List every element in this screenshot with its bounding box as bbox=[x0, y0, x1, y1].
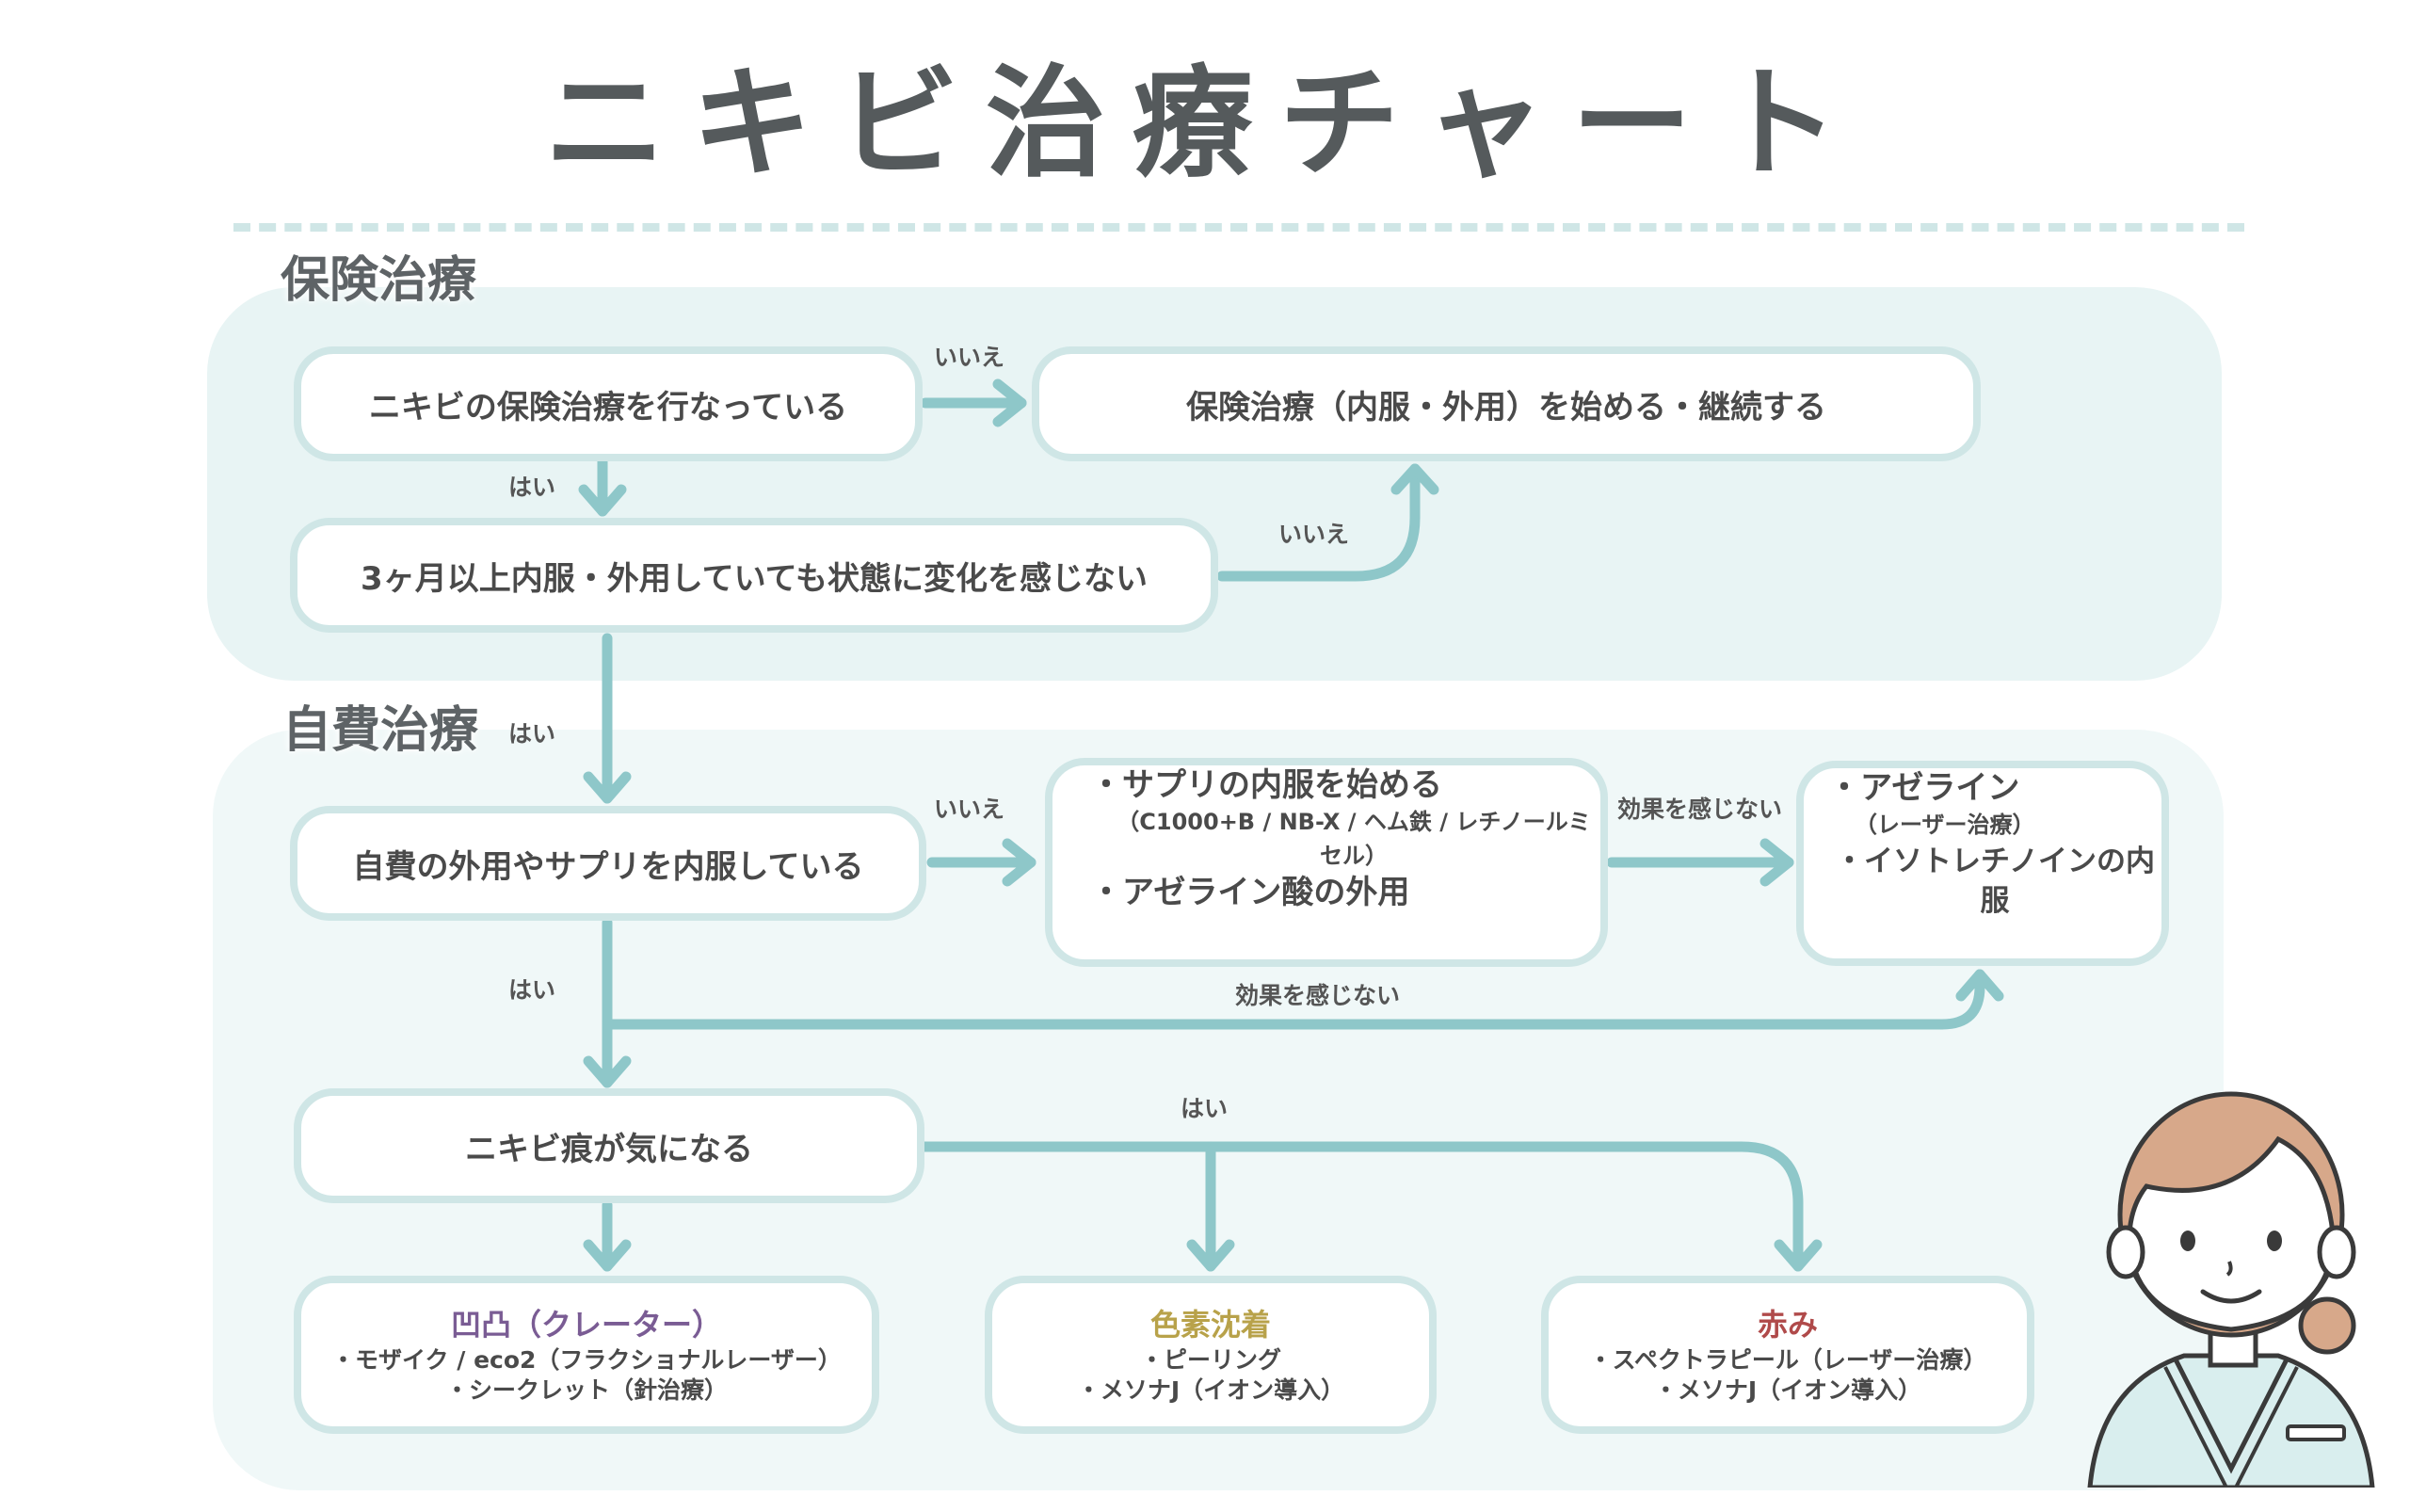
question-no-change-3-months: 3ヶ月以上内服・外用していても状態に変化を感じない bbox=[290, 518, 1218, 633]
mid-line-2: （C1000+B / NB-X / ヘム鉄 / レチノールミセル） bbox=[1117, 809, 1591, 869]
action-azelaine-isotretinoin: ・アゼライン （レーザー治療） ・イソトレチノインの内服 bbox=[1796, 761, 2169, 966]
result-pigmentation: 色素沈着 ・ピーリング ・メソナJ（イオン導入） bbox=[985, 1276, 1437, 1434]
action-supplements-azelaic-acid: ・サプリの内服を始める （C1000+B / NB-X / ヘム鉄 / レチノー… bbox=[1045, 758, 1608, 967]
mid-line-1: ・サプリの内服を始める bbox=[1090, 766, 1442, 804]
result-item: ・メソナJ（イオン導入） bbox=[1076, 1376, 1345, 1404]
edge-label-q2-yes: はい bbox=[508, 720, 556, 748]
node-label: ニキビ痕が気になる bbox=[465, 1130, 753, 1168]
result-item: ・スペクトラピール（レーザー治療） bbox=[1588, 1346, 1987, 1374]
edge-label-mid-ineffective: 効果を感じない bbox=[1617, 796, 1783, 823]
edge-label-q3-no: いいえ bbox=[934, 796, 1005, 823]
result-item: ・ピーリング bbox=[1139, 1346, 1281, 1374]
page-title: ニキビ治療チャート bbox=[544, 54, 1866, 194]
result-redness: 赤み ・スペクトラピール（レーザー治療） ・メソナJ（イオン導入） bbox=[1541, 1276, 2034, 1434]
result-title: 赤み bbox=[1757, 1307, 1818, 1343]
right-line-2: （レーザー治療） bbox=[1855, 812, 2035, 838]
node-label: 保険治療（内服・外用）を始める・継続する bbox=[1186, 388, 1826, 426]
question-insurance-treatment: ニキビの保険治療を行なっている bbox=[294, 346, 923, 461]
result-title: 色素沈着 bbox=[1149, 1307, 1271, 1343]
right-line-1: ・アゼライン bbox=[1828, 769, 2020, 807]
action-start-insurance-treatment: 保険治療（内服・外用）を始める・継続する bbox=[1032, 346, 1981, 461]
right-line-3: ・イソトレチノインの内服 bbox=[1834, 844, 2156, 918]
edge-label-q3-yes: はい bbox=[508, 976, 556, 1004]
woman-avatar bbox=[2087, 1091, 2375, 1488]
result-item: ・モザイク / eco2（フラクショナルレーザー） bbox=[331, 1346, 842, 1374]
result-item: ・シークレット（針治療） bbox=[444, 1376, 728, 1404]
edge-label-q1-yes: はい bbox=[508, 474, 556, 501]
mid-line-3: ・アゼライン酸の外用 bbox=[1090, 874, 1410, 911]
insurance-section-label: 保険治療 bbox=[281, 252, 477, 309]
edge-label-q3-ineffective: 効果を感じない bbox=[1235, 982, 1401, 1009]
node-label: 自費の外用やサプリを内服している bbox=[352, 847, 864, 886]
node-label: 3ヶ月以上内服・外用していても状態に変化を感じない bbox=[361, 559, 1148, 598]
edge-label-q4-yes: はい bbox=[1181, 1095, 1229, 1122]
result-title: 凹凸（クレーター） bbox=[450, 1307, 722, 1343]
edge-label-q1-no: いいえ bbox=[934, 344, 1005, 371]
title-divider bbox=[233, 223, 2244, 232]
result-crater: 凹凸（クレーター） ・モザイク / eco2（フラクショナルレーザー） ・シーク… bbox=[294, 1276, 879, 1434]
edge-label-q2-no: いいえ bbox=[1278, 521, 1350, 548]
question-acne-scars: ニキビ痕が気になる bbox=[294, 1088, 924, 1203]
question-self-pay-treatment: 自費の外用やサプリを内服している bbox=[290, 806, 926, 921]
result-item: ・メソナJ（イオン導入） bbox=[1653, 1376, 1922, 1404]
self-pay-section-label: 自費治療 bbox=[282, 702, 479, 759]
node-label: ニキビの保険治療を行なっている bbox=[368, 388, 848, 426]
